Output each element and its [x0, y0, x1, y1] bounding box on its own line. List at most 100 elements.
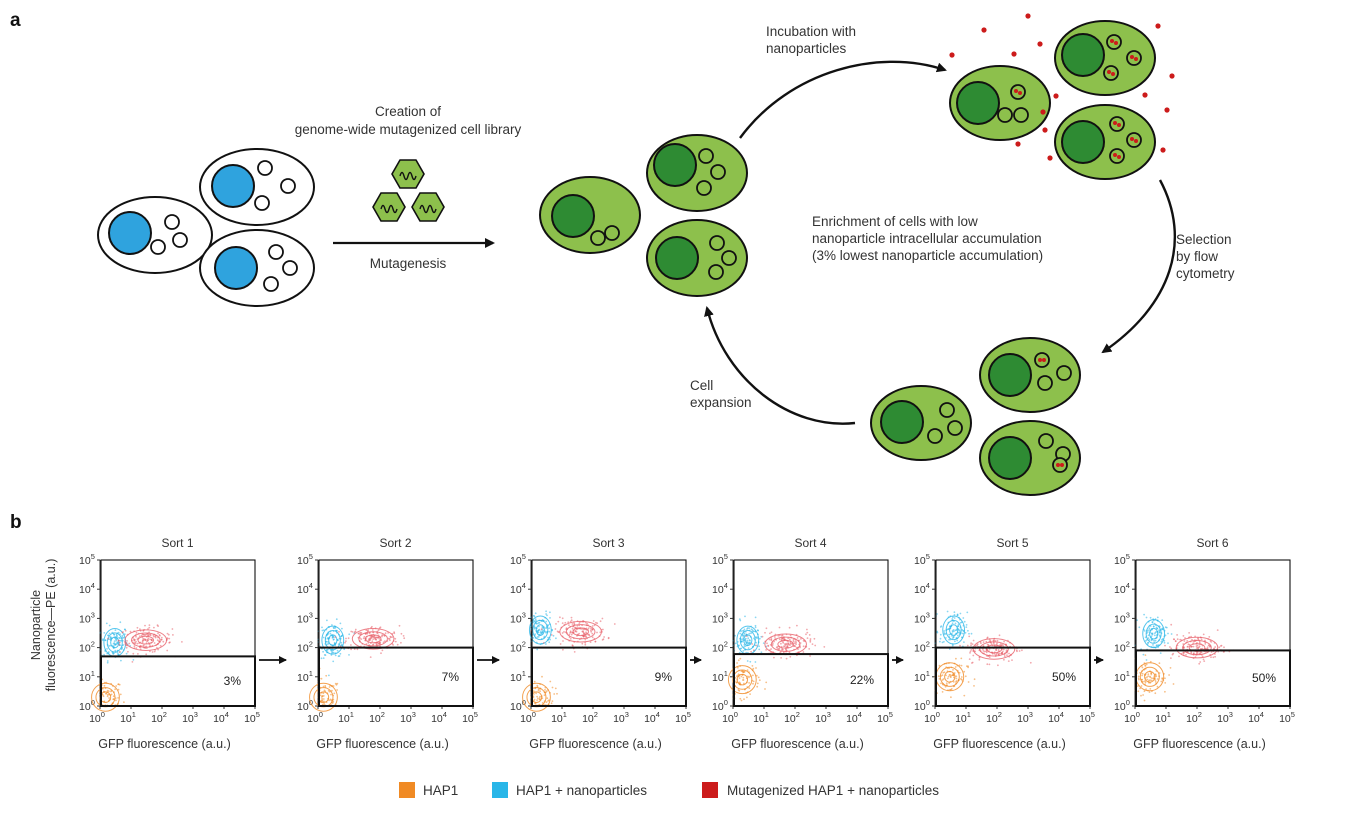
- event-dot: [941, 641, 944, 644]
- event-dot: [545, 610, 547, 613]
- event-dot: [748, 687, 751, 689]
- contour-ring: [739, 630, 756, 651]
- selection-label-line1: Selection: [1176, 232, 1232, 247]
- x-tick-label: 101: [1155, 710, 1171, 725]
- event-dot: [607, 637, 610, 640]
- x-axis-title: GFP fluorescence (a.u.): [933, 737, 1065, 751]
- contour-ring: [559, 620, 602, 643]
- panel-b: b Nanoparticle fluorescence—PE (a.u.) So…: [10, 512, 1295, 798]
- event-dot: [379, 626, 382, 629]
- event-dot: [378, 638, 381, 640]
- event-dot: [109, 636, 112, 638]
- nanoparticle-dot: [1011, 51, 1017, 57]
- event-dot: [742, 635, 745, 638]
- event-dot: [153, 650, 156, 653]
- event-dot: [756, 685, 759, 688]
- event-dot: [354, 628, 357, 631]
- event-dot: [1018, 650, 1021, 652]
- event-dot: [951, 637, 954, 639]
- event-dot: [809, 639, 812, 642]
- event-dot: [113, 643, 116, 646]
- event-dot: [139, 628, 141, 630]
- nanoparticle-dot: [1155, 23, 1161, 29]
- event-dot: [743, 632, 746, 635]
- event-dot: [549, 611, 551, 614]
- event-dot: [1136, 685, 1139, 687]
- event-dot: [1161, 619, 1164, 621]
- event-dot: [131, 661, 134, 663]
- event-dot: [943, 630, 946, 632]
- event-dot: [1156, 685, 1159, 688]
- event-dot: [571, 627, 574, 630]
- green-cell: [646, 219, 748, 297]
- event-dot: [347, 637, 350, 640]
- event-dot: [332, 638, 335, 641]
- event-dot: [337, 655, 340, 658]
- event-dot: [963, 620, 966, 623]
- event-dot: [168, 637, 171, 640]
- event-dot: [771, 642, 774, 645]
- event-dot: [115, 699, 117, 702]
- event-dot: [813, 637, 816, 640]
- event-dot: [578, 622, 581, 624]
- contour-ring: [528, 615, 552, 645]
- event-dot: [752, 667, 755, 670]
- event-dot: [770, 631, 773, 634]
- x-tick-label: 100: [722, 710, 738, 725]
- event-dot: [747, 637, 750, 640]
- event-dot: [748, 632, 751, 635]
- event-dot: [939, 633, 942, 636]
- event-dot: [353, 648, 356, 650]
- event-dot: [781, 634, 784, 637]
- event-dot: [602, 638, 605, 641]
- x-tick-label: 103: [815, 710, 831, 725]
- event-dot: [135, 631, 138, 634]
- nanoparticle-dot: [1142, 92, 1148, 98]
- event-dot: [115, 639, 118, 642]
- selection-label-line3: cytometry: [1176, 266, 1235, 281]
- event-dot: [957, 634, 959, 637]
- event-dot: [1195, 645, 1198, 647]
- event-dot: [124, 629, 127, 632]
- event-dot: [959, 612, 962, 615]
- event-dot: [941, 691, 944, 693]
- x-tick-label: 101: [120, 710, 136, 725]
- event-dot: [955, 675, 958, 678]
- y-tick-label: 104: [914, 581, 930, 596]
- event-dot: [334, 636, 337, 639]
- contour-ring: [95, 687, 116, 708]
- y-tick-label: 100: [510, 698, 526, 713]
- event-dot: [970, 644, 972, 647]
- event-dot: [963, 694, 966, 697]
- event-dot: [1139, 687, 1141, 690]
- event-dot: [1203, 660, 1206, 662]
- event-dot: [380, 652, 382, 655]
- event-dot: [1146, 678, 1149, 681]
- event-dot: [387, 637, 390, 640]
- event-dot: [545, 690, 548, 693]
- x-tick-label: 101: [338, 710, 354, 725]
- contour-ring: [1182, 640, 1212, 656]
- event-dot: [1170, 647, 1173, 650]
- contour-ring: [985, 644, 1003, 654]
- event-dot: [585, 631, 587, 634]
- event-dot: [755, 641, 757, 644]
- event-dot: [961, 632, 964, 635]
- event-dot: [533, 626, 536, 629]
- event-dot: [120, 648, 123, 650]
- event-dot: [554, 687, 557, 690]
- event-dot: [372, 635, 375, 638]
- event-dot: [943, 632, 946, 634]
- y-tick-label: 102: [297, 640, 313, 655]
- event-dot: [1172, 652, 1175, 655]
- event-dot: [589, 641, 592, 643]
- event-dot: [548, 630, 551, 633]
- mutagen-hexagons: [372, 159, 445, 222]
- event-dot: [1206, 646, 1209, 649]
- event-dot: [118, 641, 121, 644]
- event-dot: [1218, 646, 1221, 649]
- x-tick-label: 104: [846, 710, 862, 725]
- event-dot: [1150, 673, 1153, 676]
- event-dot: [945, 682, 948, 685]
- event-dot: [360, 631, 363, 634]
